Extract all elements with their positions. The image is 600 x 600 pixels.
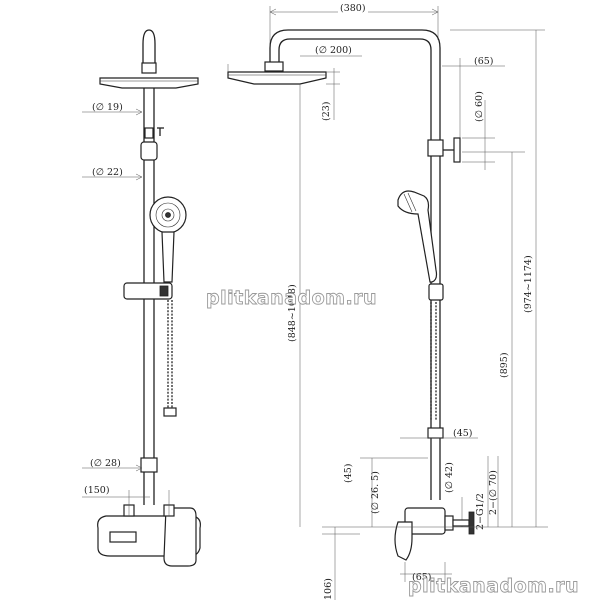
front-view: (∅ 19) (∅ 22) (∅ 28) (150) — [82, 29, 201, 567]
dim-side-slider-range: (848~1048) — [287, 284, 298, 342]
dim-side-pipe-offset: (45) — [453, 428, 473, 439]
dim-side-thread: 2−G1/2 — [475, 493, 486, 530]
side-wall-bracket — [453, 137, 461, 163]
front-head-connector — [141, 62, 157, 74]
side-slider-holder — [428, 283, 444, 301]
front-hand-shower-handle — [161, 231, 175, 283]
dim-side-pipe-dia: (∅ 26. 5) — [370, 471, 381, 514]
dim-side-head-thickness: (23) — [321, 101, 332, 121]
dim-side-bracket-dia: (∅ 60) — [474, 91, 485, 122]
side-overhead-arm — [269, 29, 441, 148]
dim-side-arm-offset: (65) — [474, 56, 494, 67]
dim-side-bracket-height: (895) — [499, 352, 510, 378]
dim-front-rail-dia: (∅ 22) — [92, 167, 123, 178]
side-mixer-handle — [394, 521, 413, 561]
dim-side-total-height: (974~1174) — [523, 255, 534, 313]
side-diverter — [427, 139, 444, 157]
dim-side-reach: (380) — [340, 3, 366, 14]
side-rain-head — [227, 71, 327, 85]
side-wall-cover — [468, 511, 475, 535]
front-mid-bracket — [140, 141, 158, 161]
watermark-bottom: plitkanadom.ru — [408, 575, 579, 597]
dim-side-bottom-offset: (65) — [412, 572, 432, 583]
dim-side-floor-height: 106) — [323, 578, 334, 600]
dim-side-cover-dia-small: (∅ 42) — [444, 462, 455, 493]
dim-front-pipe-dia: (∅ 28) — [90, 458, 121, 469]
front-overhead-arm — [142, 29, 156, 72]
watermark-center: plitkanadom.ru — [206, 287, 377, 309]
side-hand-shower — [397, 190, 438, 283]
front-rain-head — [99, 77, 199, 89]
side-view: (380) (∅ 200) (23) (65) (∅ 60) — [227, 2, 548, 600]
front-mixer-handle — [163, 507, 197, 567]
dim-front-head-dia: (∅ 19) — [92, 102, 123, 113]
front-lower-collar — [140, 457, 158, 473]
dim-side-head-dia: (∅ 200) — [315, 45, 352, 56]
dim-side-cover-dia-large: 2−(∅ 70) — [488, 470, 499, 515]
dim-front-centers: (150) — [84, 485, 110, 496]
dim-side-rise: (45) — [343, 463, 354, 483]
